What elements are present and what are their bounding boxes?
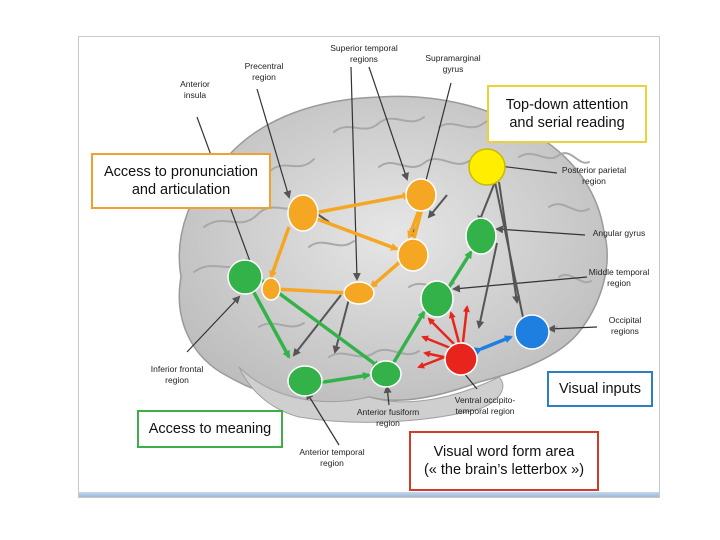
label-middle-temporal-region: Middle temporal region	[588, 267, 650, 288]
label-ventral-occipito-temporal-region: Ventral occipito- temporal region	[454, 395, 516, 416]
node-inferior-frontal-orange	[261, 277, 281, 301]
orange-arrows	[269, 192, 427, 295]
node-occipital-blue	[514, 314, 550, 350]
node-vwfa-red	[444, 342, 478, 376]
temporal-lobe-shape	[238, 366, 504, 423]
diagram-canvas	[178, 66, 608, 446]
node-supramarginal-orange	[405, 178, 437, 212]
label-supramarginal-gyrus: Supramarginal gyrus	[425, 53, 481, 74]
nodes	[227, 148, 550, 397]
caption-vwfa: Visual word form area (« the brain’s let…	[409, 431, 599, 491]
node-posterior-parietal-yellow	[468, 148, 506, 186]
label-anterior-fusiform-region: Anterior fusiform region	[356, 407, 420, 428]
label-angular-gyrus: Angular gyrus	[592, 228, 646, 238]
label-precentral-region: Precentral region	[244, 61, 284, 82]
node-anterior-fusiform-green	[370, 360, 402, 388]
node-anterior-temporal-green	[287, 365, 323, 397]
brain-reading-network-diagram: Anterior insula Precentral region Superi…	[78, 36, 660, 498]
node-middle-temporal-green	[420, 280, 454, 318]
node-superior-temporal-orange	[397, 238, 429, 272]
label-anterior-insula: Anterior insula	[180, 79, 210, 100]
blue-arrow	[473, 335, 513, 355]
node-insula-orange	[343, 281, 375, 305]
label-superior-temporal-regions: Superior temporal regions	[330, 43, 398, 64]
node-angular-green	[465, 217, 497, 255]
caption-pronunciation: Access to pronunciation and articulation	[91, 153, 271, 209]
caption-visual-inputs: Visual inputs	[547, 371, 653, 407]
label-posterior-parietal-region: Posterior parietal region	[561, 165, 627, 186]
label-inferior-frontal-region: Inferior frontal region	[150, 364, 204, 385]
slide-footer-bar	[79, 492, 659, 497]
node-inferior-frontal-green	[227, 259, 263, 295]
label-anterior-temporal-region: Anterior temporal region	[299, 447, 365, 468]
caption-top-down: Top-down attention and serial reading	[487, 85, 647, 143]
label-occipital-regions: Occipital regions	[608, 315, 642, 336]
node-precentral-orange	[287, 194, 319, 232]
caption-meaning: Access to meaning	[137, 410, 283, 448]
